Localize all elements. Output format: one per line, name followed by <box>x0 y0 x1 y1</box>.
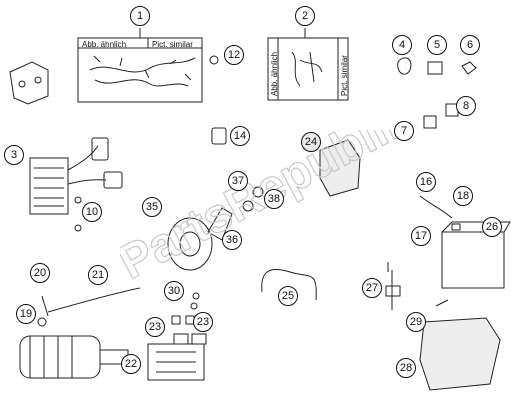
ground-cable-part <box>261 269 317 301</box>
sensor-part <box>385 262 401 310</box>
box2-caption-right: Pict. similar <box>340 55 349 96</box>
bracket-part <box>9 61 49 105</box>
callout-23-left[interactable]: 23 <box>145 317 165 337</box>
callout-16[interactable]: 16 <box>416 172 436 192</box>
callout-38[interactable]: 38 <box>264 189 284 209</box>
battery-part <box>441 231 505 289</box>
callout-26[interactable]: 26 <box>482 217 502 237</box>
callout-6[interactable]: 6 <box>460 35 480 55</box>
callout-17[interactable]: 17 <box>411 226 431 246</box>
callout-29[interactable]: 29 <box>406 312 426 332</box>
callout-4[interactable]: 4 <box>392 35 412 55</box>
harness-wire-main <box>89 57 196 73</box>
callout-19[interactable]: 19 <box>16 304 36 324</box>
callout-28[interactable]: 28 <box>396 358 416 378</box>
callout-27[interactable]: 27 <box>362 278 382 298</box>
callout-12[interactable]: 12 <box>224 45 244 65</box>
callout-23-right[interactable]: 23 <box>193 312 213 332</box>
callout-8[interactable]: 8 <box>456 96 476 116</box>
callout-35[interactable]: 35 <box>142 197 162 217</box>
box1-caption-right: Pict. similar <box>152 40 193 49</box>
callout-2[interactable]: 2 <box>295 6 315 26</box>
callout-36[interactable]: 36 <box>222 230 242 250</box>
callout-30[interactable]: 30 <box>164 281 184 301</box>
callout-25[interactable]: 25 <box>278 286 298 306</box>
callout-3[interactable]: 3 <box>4 145 24 165</box>
callout-18[interactable]: 18 <box>453 186 473 206</box>
callout-22[interactable]: 22 <box>121 354 141 374</box>
starter-relay-part <box>147 343 205 381</box>
starter-motor-part <box>19 335 101 379</box>
relay-part <box>211 127 227 145</box>
callout-10[interactable]: 10 <box>82 202 102 222</box>
callout-7[interactable]: 7 <box>394 121 414 141</box>
cable-part <box>41 287 141 317</box>
callout-14[interactable]: 14 <box>230 126 250 146</box>
horn-part <box>167 217 213 271</box>
callout-24[interactable]: 24 <box>301 132 321 152</box>
battery-holder-part <box>419 317 501 391</box>
box2-caption-left: Abb. ähnlich <box>270 51 279 96</box>
callout-37[interactable]: 37 <box>228 171 248 191</box>
callout-21[interactable]: 21 <box>88 265 108 285</box>
callout-1[interactable]: 1 <box>130 6 150 26</box>
harness-box-sub <box>267 37 349 101</box>
callout-5[interactable]: 5 <box>427 35 447 55</box>
box1-caption-left: Abb. ähnlich <box>82 40 127 49</box>
fuse-box-part <box>319 139 361 197</box>
regulator-part <box>29 157 69 215</box>
callout-20[interactable]: 20 <box>30 263 50 283</box>
connector-part <box>397 57 412 75</box>
